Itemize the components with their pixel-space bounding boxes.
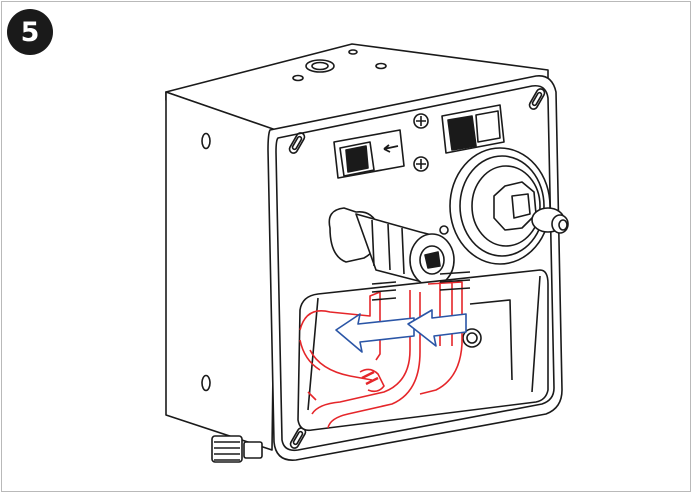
- screw-icon: [413, 113, 449, 235]
- nut-icon: [328, 207, 455, 287]
- cutout-window: [297, 269, 549, 432]
- rocker-switch-right: [441, 104, 505, 154]
- rocker-switch-left: [333, 129, 405, 179]
- flow-arrow-left-icon: [407, 309, 467, 347]
- housing-left-side: [165, 91, 277, 451]
- bottom-connector: [211, 435, 263, 463]
- valve-knob-icon: [449, 147, 569, 265]
- arrow-left-icon: [383, 144, 399, 153]
- hose-lines: [299, 271, 471, 429]
- step-number-badge: 5: [7, 9, 53, 55]
